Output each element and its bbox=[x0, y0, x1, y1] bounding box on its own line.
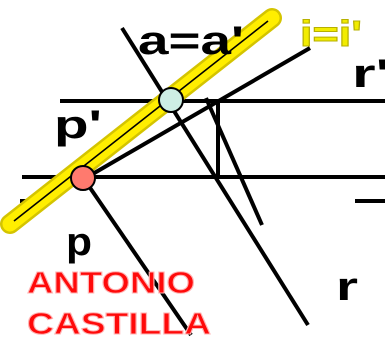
label-a-eq-a-prime: a=a' bbox=[138, 19, 244, 63]
label-i-eq-i-prime: i=i' bbox=[300, 13, 362, 54]
author-first-name: ANTONIO bbox=[27, 265, 195, 300]
label-r: r bbox=[336, 265, 358, 309]
label-r-prime: r' bbox=[352, 52, 385, 96]
point-a bbox=[158, 87, 184, 113]
label-p-prime: p' bbox=[54, 103, 102, 147]
author-last-name: CASTILLA bbox=[27, 306, 211, 341]
label-p: p bbox=[66, 220, 92, 264]
point-p bbox=[70, 165, 96, 191]
projection-line bbox=[204, 97, 264, 226]
highlight-line-center bbox=[13, 20, 269, 222]
line-r bbox=[82, 177, 193, 337]
line-to-upper-right bbox=[82, 46, 312, 181]
line-r-prime-diagonal bbox=[120, 26, 310, 327]
